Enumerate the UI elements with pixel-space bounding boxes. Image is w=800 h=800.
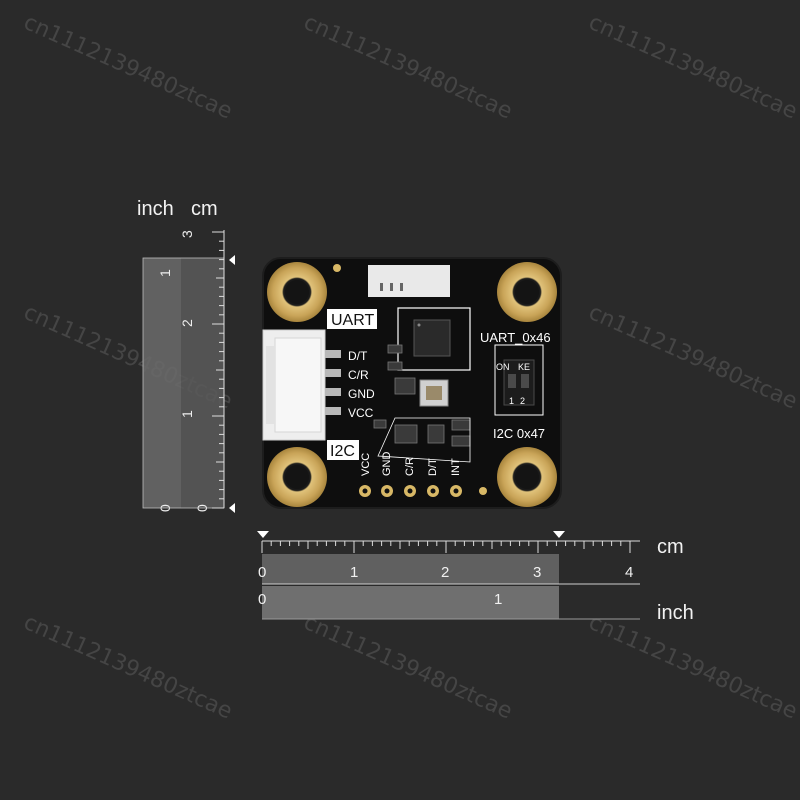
ruler-unit-cm: cm — [191, 198, 218, 220]
cm-tick-label: 3 — [533, 564, 541, 581]
cm-tick-label: 0 — [194, 504, 210, 512]
inch-tick-label: 0 — [157, 504, 173, 512]
switch-pos-label: 1 — [509, 396, 514, 406]
i2c-label: I2C — [330, 443, 355, 460]
header-pin-label: VCC — [360, 453, 372, 476]
ruler-unit-inch: inch — [657, 602, 694, 624]
cm-tick-label: 3 — [179, 230, 195, 238]
uart-label: UART — [331, 312, 374, 329]
inch-tick-label: 1 — [157, 269, 173, 277]
cm-tick-label: 2 — [179, 319, 195, 327]
mounting-hole — [497, 262, 557, 322]
cm-tick-label: 0 — [258, 564, 266, 581]
connector-pin-label: D/T — [348, 349, 368, 363]
connector-pin-label: C/R — [348, 368, 369, 382]
header-pin-label: D/T — [427, 458, 439, 476]
connector-pin-label: GND — [348, 387, 375, 401]
switch-key-label: KE — [518, 362, 530, 372]
cm-tick-label: 1 — [350, 564, 358, 581]
dip-switch — [503, 359, 535, 406]
mounting-hole — [267, 262, 327, 322]
mounting-hole — [497, 447, 557, 507]
switch-pos-label: 2 — [520, 396, 525, 406]
connector-pin-label: VCC — [348, 406, 374, 420]
ruler-unit-inch: inch — [137, 198, 174, 220]
cm-tick-label: 2 — [441, 564, 449, 581]
inch-tick-label: 1 — [494, 591, 502, 608]
i2c-address-label: I2C 0x47 — [493, 426, 545, 441]
cm-tick-label: 1 — [179, 410, 195, 418]
ruler-unit-cm: cm — [657, 536, 684, 558]
mounting-hole — [267, 447, 327, 507]
header-pin-label: GND — [381, 452, 393, 477]
jst-connector — [262, 329, 341, 441]
inch-tick-label: 0 — [258, 591, 266, 608]
uart-address-label: UART_0x46 — [480, 330, 551, 345]
cm-tick-label: 4 — [625, 564, 633, 581]
switch-on-label: ON — [496, 362, 510, 372]
sensor-window — [368, 265, 450, 297]
header-pin-label: INT — [450, 458, 462, 476]
header-pin-label: C/R — [404, 457, 416, 476]
header-pads — [359, 485, 462, 497]
